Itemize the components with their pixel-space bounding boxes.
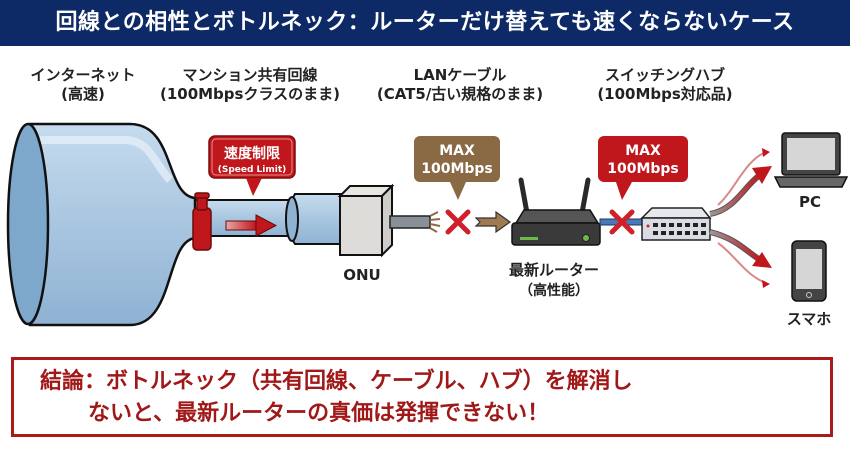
onu-device-icon xyxy=(337,183,395,258)
broken-x-icon xyxy=(445,209,471,235)
stage-note: (高速) xyxy=(61,85,105,103)
flow-arrow-icon xyxy=(225,214,278,237)
conclusion-line-1: 結論：ボトルネック（共有回線、ケーブル、ハブ）を解消し xyxy=(40,369,633,394)
smartphone-icon xyxy=(791,240,827,302)
stage-label-shared-line: マンション共有回線 (100Mbpsクラスのまま) xyxy=(150,66,350,104)
router-label: 最新ルーター xyxy=(509,261,599,279)
hub-max-line2: 100Mbps xyxy=(607,161,679,177)
internet-funnel xyxy=(6,122,197,327)
hub-max-line1: MAX xyxy=(625,143,661,159)
stage-note: (100Mbps対応品) xyxy=(597,85,733,103)
stage-name: LANケーブル xyxy=(413,66,507,84)
speed-limit-callout: 速度制限 (Speed Limit) xyxy=(208,135,296,196)
flow-to-pc-arrow xyxy=(709,148,772,217)
stage-name: インターネット xyxy=(30,66,136,84)
broken-x-icon xyxy=(609,209,635,235)
speed-limit-subtext: (Speed Limit) xyxy=(218,165,287,175)
flow-to-phone-arrow xyxy=(709,229,772,288)
cable-max-line1: MAX xyxy=(439,143,475,159)
stage-name: スイッチングハブ xyxy=(604,66,725,84)
pc-label: PC xyxy=(799,193,821,211)
speed-limit-text: 速度制限 xyxy=(224,145,280,162)
lan-cable xyxy=(389,211,441,233)
hub-max-callout: MAX 100Mbps xyxy=(598,136,688,200)
laptop-icon xyxy=(773,132,849,188)
router-device-icon xyxy=(511,177,601,246)
slow-flow-arrow-icon xyxy=(474,210,512,234)
stage-name: マンション共有回線 xyxy=(182,66,318,84)
stage-note: (100Mbpsクラスのまま) xyxy=(159,85,341,103)
stage-label-lan-cable: LANケーブル (CAT5/古い規格のまま) xyxy=(370,66,550,104)
cable-max-line2: 100Mbps xyxy=(421,161,493,177)
router-note: （高性能） xyxy=(519,282,589,299)
stage-note: (CAT5/古い規格のまま) xyxy=(376,85,544,103)
switching-hub-icon xyxy=(640,207,712,241)
conclusion-line-2: ないと、最新ルーターの真価は発揮できない！ xyxy=(88,401,550,426)
cable-max-callout: MAX 100Mbps xyxy=(414,136,500,200)
shared-line-pipe xyxy=(194,193,346,245)
conclusion-box: 結論：ボトルネック（共有回線、ケーブル、ハブ）を解消し ないと、最新ルーターの真… xyxy=(11,357,833,437)
onu-label: ONU xyxy=(343,266,381,284)
bottleneck-valve-icon xyxy=(192,192,212,251)
stage-label-switching-hub: スイッチングハブ (100Mbps対応品) xyxy=(590,66,740,104)
phone-label: スマホ xyxy=(787,310,832,328)
page-title: 回線との相性とボトルネック：ルーターだけ替えても速くならないケース xyxy=(0,0,850,46)
stage-label-internet: インターネット (高速) xyxy=(8,66,158,104)
